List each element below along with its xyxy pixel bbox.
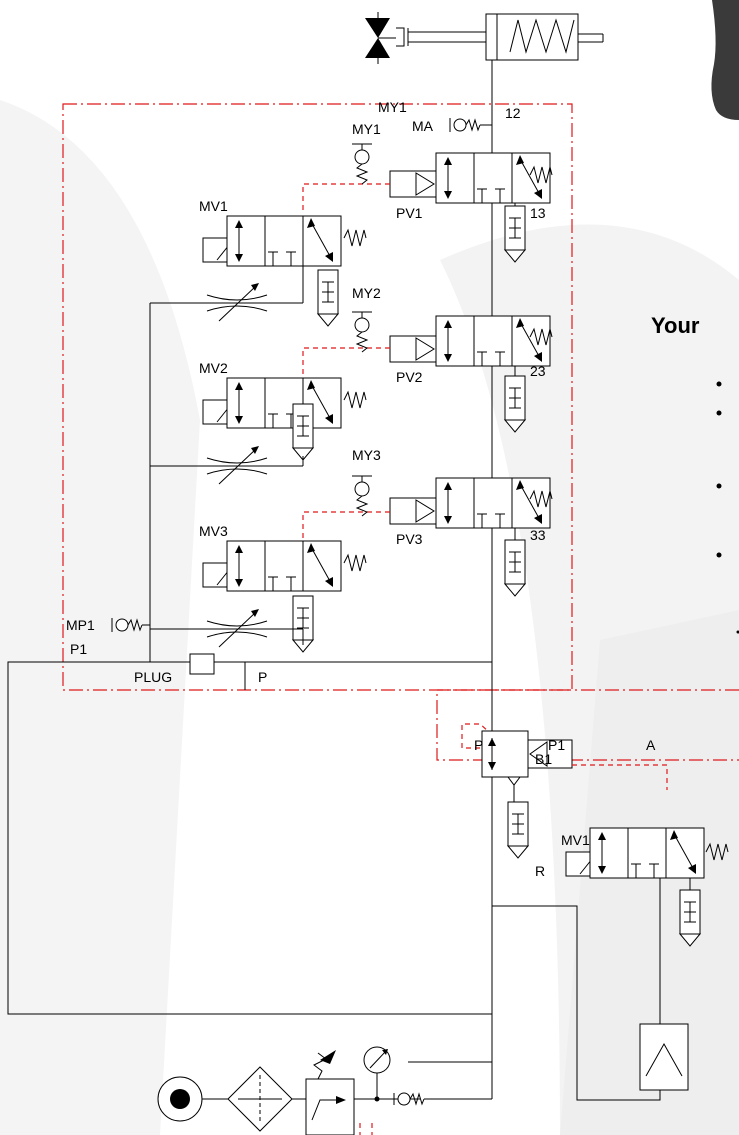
- mv2-valve: [202, 377, 367, 461]
- base-manifold: [7, 653, 493, 1015]
- label-port-13: 13: [530, 205, 546, 221]
- manifold-supply: [149, 282, 304, 662]
- label-my1-top: MY1: [378, 99, 407, 115]
- my1-exhaust-icon: [351, 143, 373, 185]
- label-r: R: [535, 863, 545, 879]
- bullet: [736, 630, 739, 634]
- mv1-valve: [202, 215, 367, 327]
- b1-valve: [461, 723, 573, 859]
- label-my3: MY3: [352, 447, 381, 463]
- label-mv1-lower: MV1: [561, 832, 590, 848]
- pv1-valve: [302, 152, 553, 263]
- frl-unit: [157, 1046, 493, 1135]
- label-port-12: 12: [505, 105, 521, 121]
- pv3-valve: [302, 477, 553, 597]
- label-p1-bottom: P1: [548, 737, 565, 753]
- label-mv1: MV1: [199, 198, 228, 214]
- bullet: [716, 552, 722, 558]
- lower-piping: [408, 905, 689, 1101]
- label-pv1: PV1: [396, 205, 423, 221]
- label-port-23: 23: [530, 363, 546, 379]
- label-p-bottom: P: [474, 737, 483, 753]
- right-panel-heading: Your: [651, 313, 700, 338]
- cylinder: [365, 12, 604, 64]
- label-pv3: PV3: [396, 531, 423, 547]
- mv3-valve: [202, 540, 367, 653]
- pilot-boundary-lower: [436, 689, 739, 761]
- bullet: [716, 410, 722, 416]
- my3-exhaust-icon: [351, 475, 373, 517]
- label-b1: B1: [535, 751, 552, 767]
- label-port-33: 33: [530, 527, 546, 543]
- my2-exhaust-icon: [351, 311, 373, 353]
- label-p-left: P: [258, 669, 267, 685]
- ma-gauge-icon: [449, 117, 481, 133]
- mv1-lower-valve: [565, 827, 729, 990]
- watermark: [0, 100, 739, 1135]
- b1-pilot-line: [572, 764, 668, 790]
- label-mv3: MV3: [199, 523, 228, 539]
- label-plug: PLUG: [134, 669, 172, 685]
- label-my2: MY2: [352, 285, 381, 301]
- device-photo-corner: [711, 0, 739, 120]
- label-a-bottom: A: [646, 737, 656, 753]
- label-my1: MY1: [352, 121, 381, 137]
- label-p1-left: P1: [70, 641, 87, 657]
- label-pv2: PV2: [396, 369, 423, 385]
- label-ma: MA: [412, 118, 434, 134]
- bullet: [716, 483, 722, 489]
- right-panel: Your: [651, 313, 739, 634]
- pilot-boundary-upper: [62, 103, 573, 691]
- labels: MY1 12 MA MY1 MV1 PV1 13 MY2 MV2 PV2 23 …: [66, 99, 656, 879]
- bullet: [716, 381, 722, 387]
- label-mp1: MP1: [66, 617, 95, 633]
- label-mv2: MV2: [199, 360, 228, 376]
- pv2-valve: [302, 315, 553, 433]
